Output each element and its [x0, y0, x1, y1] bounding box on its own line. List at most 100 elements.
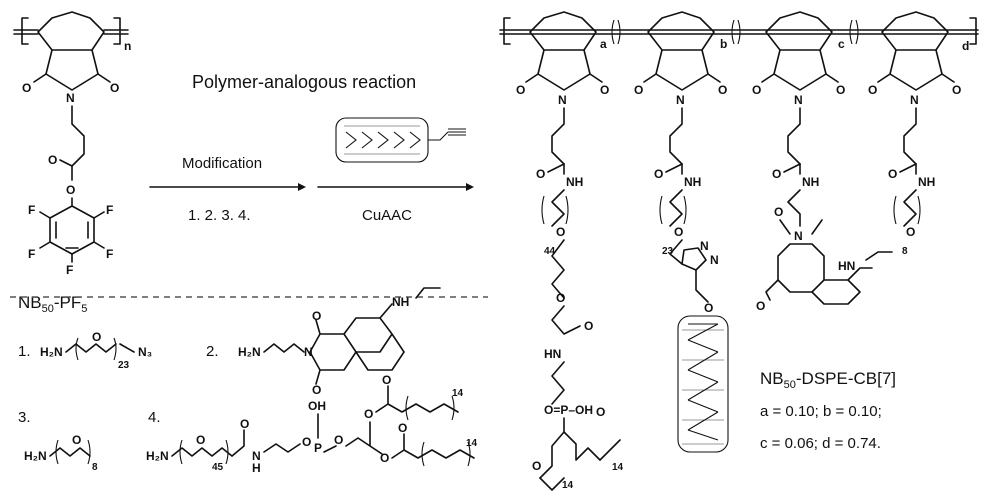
- side-chain-d-peg: O NH O 8: [888, 107, 935, 257]
- unit-c-o-right: O: [836, 83, 845, 97]
- unit-b-block-bracket: [731, 19, 741, 45]
- reagent2-naphthalimide-ring: [309, 319, 357, 385]
- reagent4-o-ester2: O: [380, 451, 389, 465]
- reagent1-link: [119, 343, 135, 353]
- unit-c-n: N: [794, 93, 803, 107]
- side-a-o1: O: [556, 225, 565, 239]
- side-c-o-top: O: [774, 205, 783, 219]
- unit-a-n: N: [558, 93, 567, 107]
- product-polymer: O O N a O O N b O O N c O O N d O: [499, 11, 979, 491]
- side-b-peg-count: 23: [662, 246, 674, 257]
- atom-f-5: F: [66, 263, 73, 277]
- side-a-o2: O: [556, 291, 565, 305]
- side-a-o-ester1: O: [532, 459, 541, 473]
- reagent4-repeat-brackets: [179, 439, 229, 465]
- unit-b-n: N: [676, 93, 685, 107]
- side-c-nh-aryl: HN: [838, 259, 855, 273]
- side-c-o-amide: O: [772, 167, 781, 181]
- block-label-c: c: [838, 37, 845, 51]
- product-ratio-line1: a = 0.10; b = 0.10;: [760, 403, 882, 420]
- unit-d-imide: [877, 49, 955, 91]
- side-b-o1: O: [674, 225, 683, 239]
- reagent1-amine: H₂N: [40, 345, 63, 359]
- cb7-macrocycle: [677, 315, 729, 453]
- backbone-double-bond-right: [103, 29, 129, 35]
- step1-reagents: 1. 2. 3. 4.: [188, 207, 251, 224]
- atom-f-3: F: [28, 247, 35, 261]
- unit-c-block-bracket: [849, 19, 859, 45]
- backbone-double-bond-left: [13, 29, 39, 35]
- carbonyl-bond: [59, 159, 73, 167]
- side-a-peg-count: 44: [544, 246, 556, 257]
- reagent-list: 1. H₂N O 23 N₃ 2. H₂N O O N NH 3. H₂N O …: [18, 287, 478, 475]
- side-chain-b-cb7: O NH O 23 N N O: [654, 107, 729, 453]
- side-chain-c-naphthalimide: O NH O N O HN: [756, 107, 893, 313]
- reagent2-n: N: [304, 345, 313, 359]
- step1-label: Modification: [182, 155, 262, 172]
- reagent4-peg: [171, 447, 233, 457]
- side-c-nh: NH: [802, 175, 819, 189]
- reaction-title: Polymer-analogous reaction: [192, 72, 416, 92]
- reagent4-chain2-brackets: [421, 441, 471, 467]
- reagent4-oh: OH: [308, 399, 326, 413]
- reagent2-propyl: [263, 343, 305, 353]
- triazole-n1: N: [700, 239, 709, 253]
- c-f-bonds: [39, 211, 105, 263]
- atom-f-4: F: [106, 247, 113, 261]
- side-d-o-amide: O: [888, 167, 897, 181]
- reagent4-p: P: [314, 441, 322, 455]
- block-label-d: d: [962, 39, 969, 53]
- product-bracket-end: [969, 17, 977, 45]
- reagent2-amine: H₂N: [238, 345, 261, 359]
- unit-d-n: N: [910, 93, 919, 107]
- side-a-chain2: 14: [562, 480, 574, 491]
- reagent2-nh-bond: [379, 303, 393, 319]
- reagent2-naphthalene: [343, 317, 405, 371]
- reagent4-amide-o: O: [240, 417, 249, 431]
- reagent3-peg: [49, 447, 91, 457]
- unit-a-block-bracket: [611, 19, 621, 45]
- side-d-o1: O: [906, 225, 915, 239]
- unit-c-imide: [761, 49, 839, 91]
- reagent2-nh: NH: [392, 295, 409, 309]
- unit-b-o-right: O: [718, 83, 727, 97]
- side-c-n-imide: N: [794, 229, 803, 243]
- atom-o-right: O: [110, 81, 119, 95]
- atom-o-ester: O: [66, 183, 75, 197]
- reagent4-chain1: [375, 385, 459, 413]
- unit-c-o-left: O: [752, 83, 761, 97]
- atom-f-1: F: [28, 203, 35, 217]
- reagent3-repeat: 8: [92, 462, 98, 473]
- reagent4-n: N: [252, 449, 261, 463]
- step2-label: CuAAC: [362, 207, 412, 224]
- unit-b-imide: [643, 49, 721, 91]
- unit-d-o-right: O: [952, 83, 961, 97]
- side-chain-a-dspe: O NH O 44 O O HN O=P–OH O O 14 14: [532, 107, 624, 491]
- side-b-o-amide: O: [654, 167, 663, 181]
- reagent2-o-top: O: [312, 309, 321, 323]
- reagent4-h: H: [252, 461, 261, 475]
- cyclopentane-ring: [37, 11, 105, 51]
- reagent4-chain1-count: 14: [452, 388, 464, 399]
- product-ratio-line2: c = 0.06; d = 0.74.: [760, 435, 881, 452]
- unit-a-ring: [529, 11, 597, 51]
- side-a-chain1: 14: [612, 462, 624, 473]
- side-a-phosphate: O=P–OH: [544, 403, 593, 417]
- reagent2-o-bottom: O: [312, 383, 321, 397]
- triazole-n2: N: [710, 253, 719, 267]
- reagent4-chain2: [391, 433, 475, 459]
- product-bracket-start: [503, 17, 511, 45]
- reagent4-oxygen: O: [196, 433, 205, 447]
- monomer-label: NB50-PF5: [18, 293, 87, 315]
- atom-f-2: F: [106, 203, 113, 217]
- reaction-arrows: Polymer-analogous reaction Modification …: [149, 72, 474, 224]
- arrow-head-1: [298, 183, 306, 191]
- side-b-nh: NH: [684, 175, 701, 189]
- reagent2-ethyl: [415, 287, 441, 299]
- reagent3-amine: H₂N: [24, 449, 47, 463]
- side-a-hn: HN: [544, 347, 561, 361]
- side-a-o-amide: O: [536, 167, 545, 181]
- arrow-head-2: [466, 183, 474, 191]
- imide-carbonyls: [33, 73, 111, 83]
